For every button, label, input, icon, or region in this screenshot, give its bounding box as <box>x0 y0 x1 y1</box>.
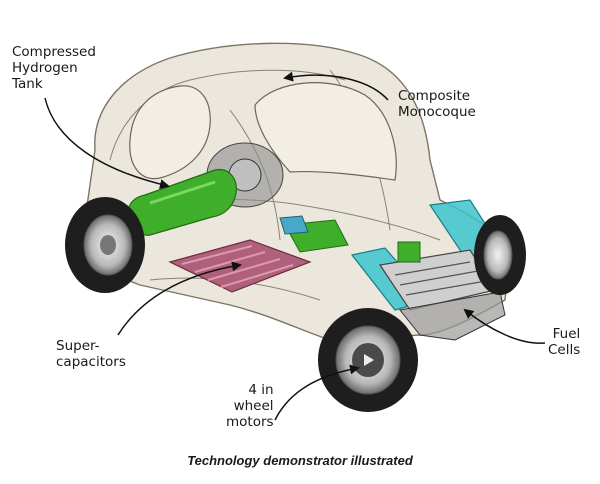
side-window <box>129 85 211 180</box>
label-supercapacitors: Super- capacitors <box>56 338 126 370</box>
figure-caption: Technology demonstrator illustrated <box>187 453 413 468</box>
hydrogen-tank <box>127 168 237 236</box>
arrow-monocoque <box>283 71 389 101</box>
front-left-wheel <box>318 308 418 412</box>
rear-left-wheel <box>65 197 145 293</box>
label-wheel-motors: 4 in wheel motors <box>226 382 274 430</box>
arrow-fuel-cells <box>463 308 546 344</box>
arrow-wheel-motors <box>274 364 360 421</box>
windshield <box>254 82 397 181</box>
label-hydrogen-tank: Compressed Hydrogen Tank <box>12 44 96 92</box>
arrow-hydrogen-tank <box>44 97 170 190</box>
fuel-cells <box>350 199 506 341</box>
rear-right-wheel <box>474 215 526 295</box>
arrow-supercapacitors <box>117 261 242 336</box>
label-arrows <box>44 71 546 421</box>
power-electronics <box>279 215 349 253</box>
label-fuel-cells: Fuel Cells <box>548 326 581 358</box>
label-monocoque: Composite Monocoque <box>398 88 476 120</box>
